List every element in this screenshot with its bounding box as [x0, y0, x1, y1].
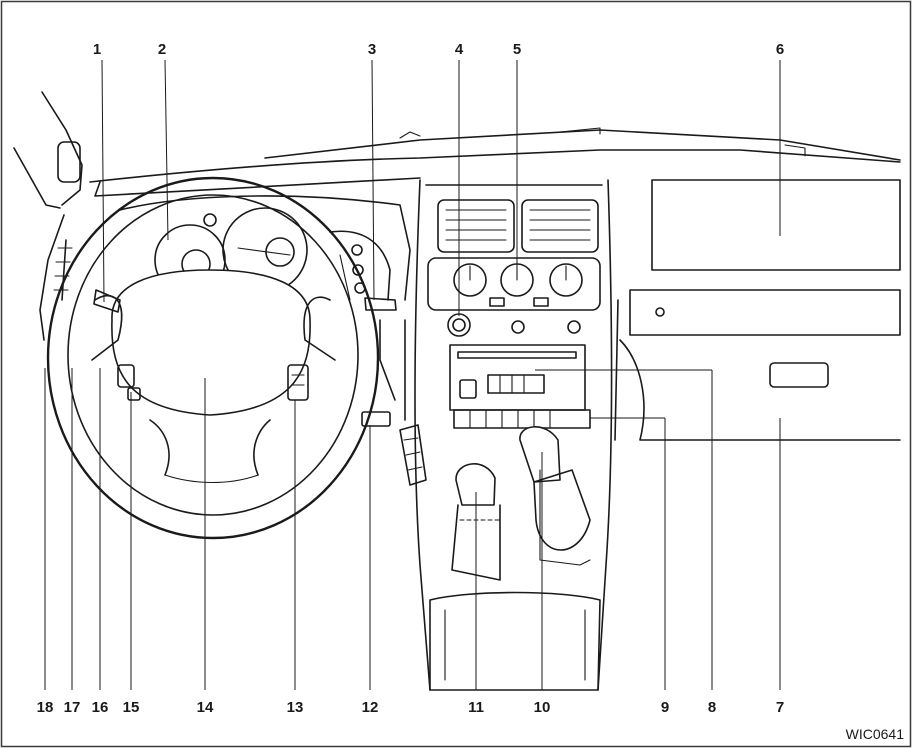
callout-8: 8	[708, 699, 716, 716]
leader-lines	[44, 59, 781, 690]
callout-18: 18	[37, 699, 54, 716]
callout-12: 12	[362, 699, 379, 716]
callout-4: 4	[455, 41, 464, 58]
callout-14: 14	[197, 699, 214, 716]
callout-2: 2	[158, 41, 166, 58]
callout-6: 6	[776, 41, 784, 58]
callout-11: 11	[468, 699, 484, 716]
callout-1: 1	[93, 41, 101, 58]
callout-16: 16	[92, 699, 109, 716]
callout-labels: 1 2 3 4 5 6 7 8 9 10 11 12 13 14 15 16 1…	[37, 41, 785, 716]
callout-3: 3	[368, 41, 376, 58]
callout-5: 5	[513, 41, 521, 58]
callout-10: 10	[534, 699, 551, 716]
figure-code: WIC0641	[846, 726, 905, 742]
callout-13: 13	[287, 699, 304, 716]
callout-17: 17	[64, 699, 81, 716]
callout-7: 7	[776, 699, 784, 716]
callout-9: 9	[661, 699, 669, 716]
callout-15: 15	[123, 699, 140, 716]
dashboard-artwork	[13, 91, 901, 691]
